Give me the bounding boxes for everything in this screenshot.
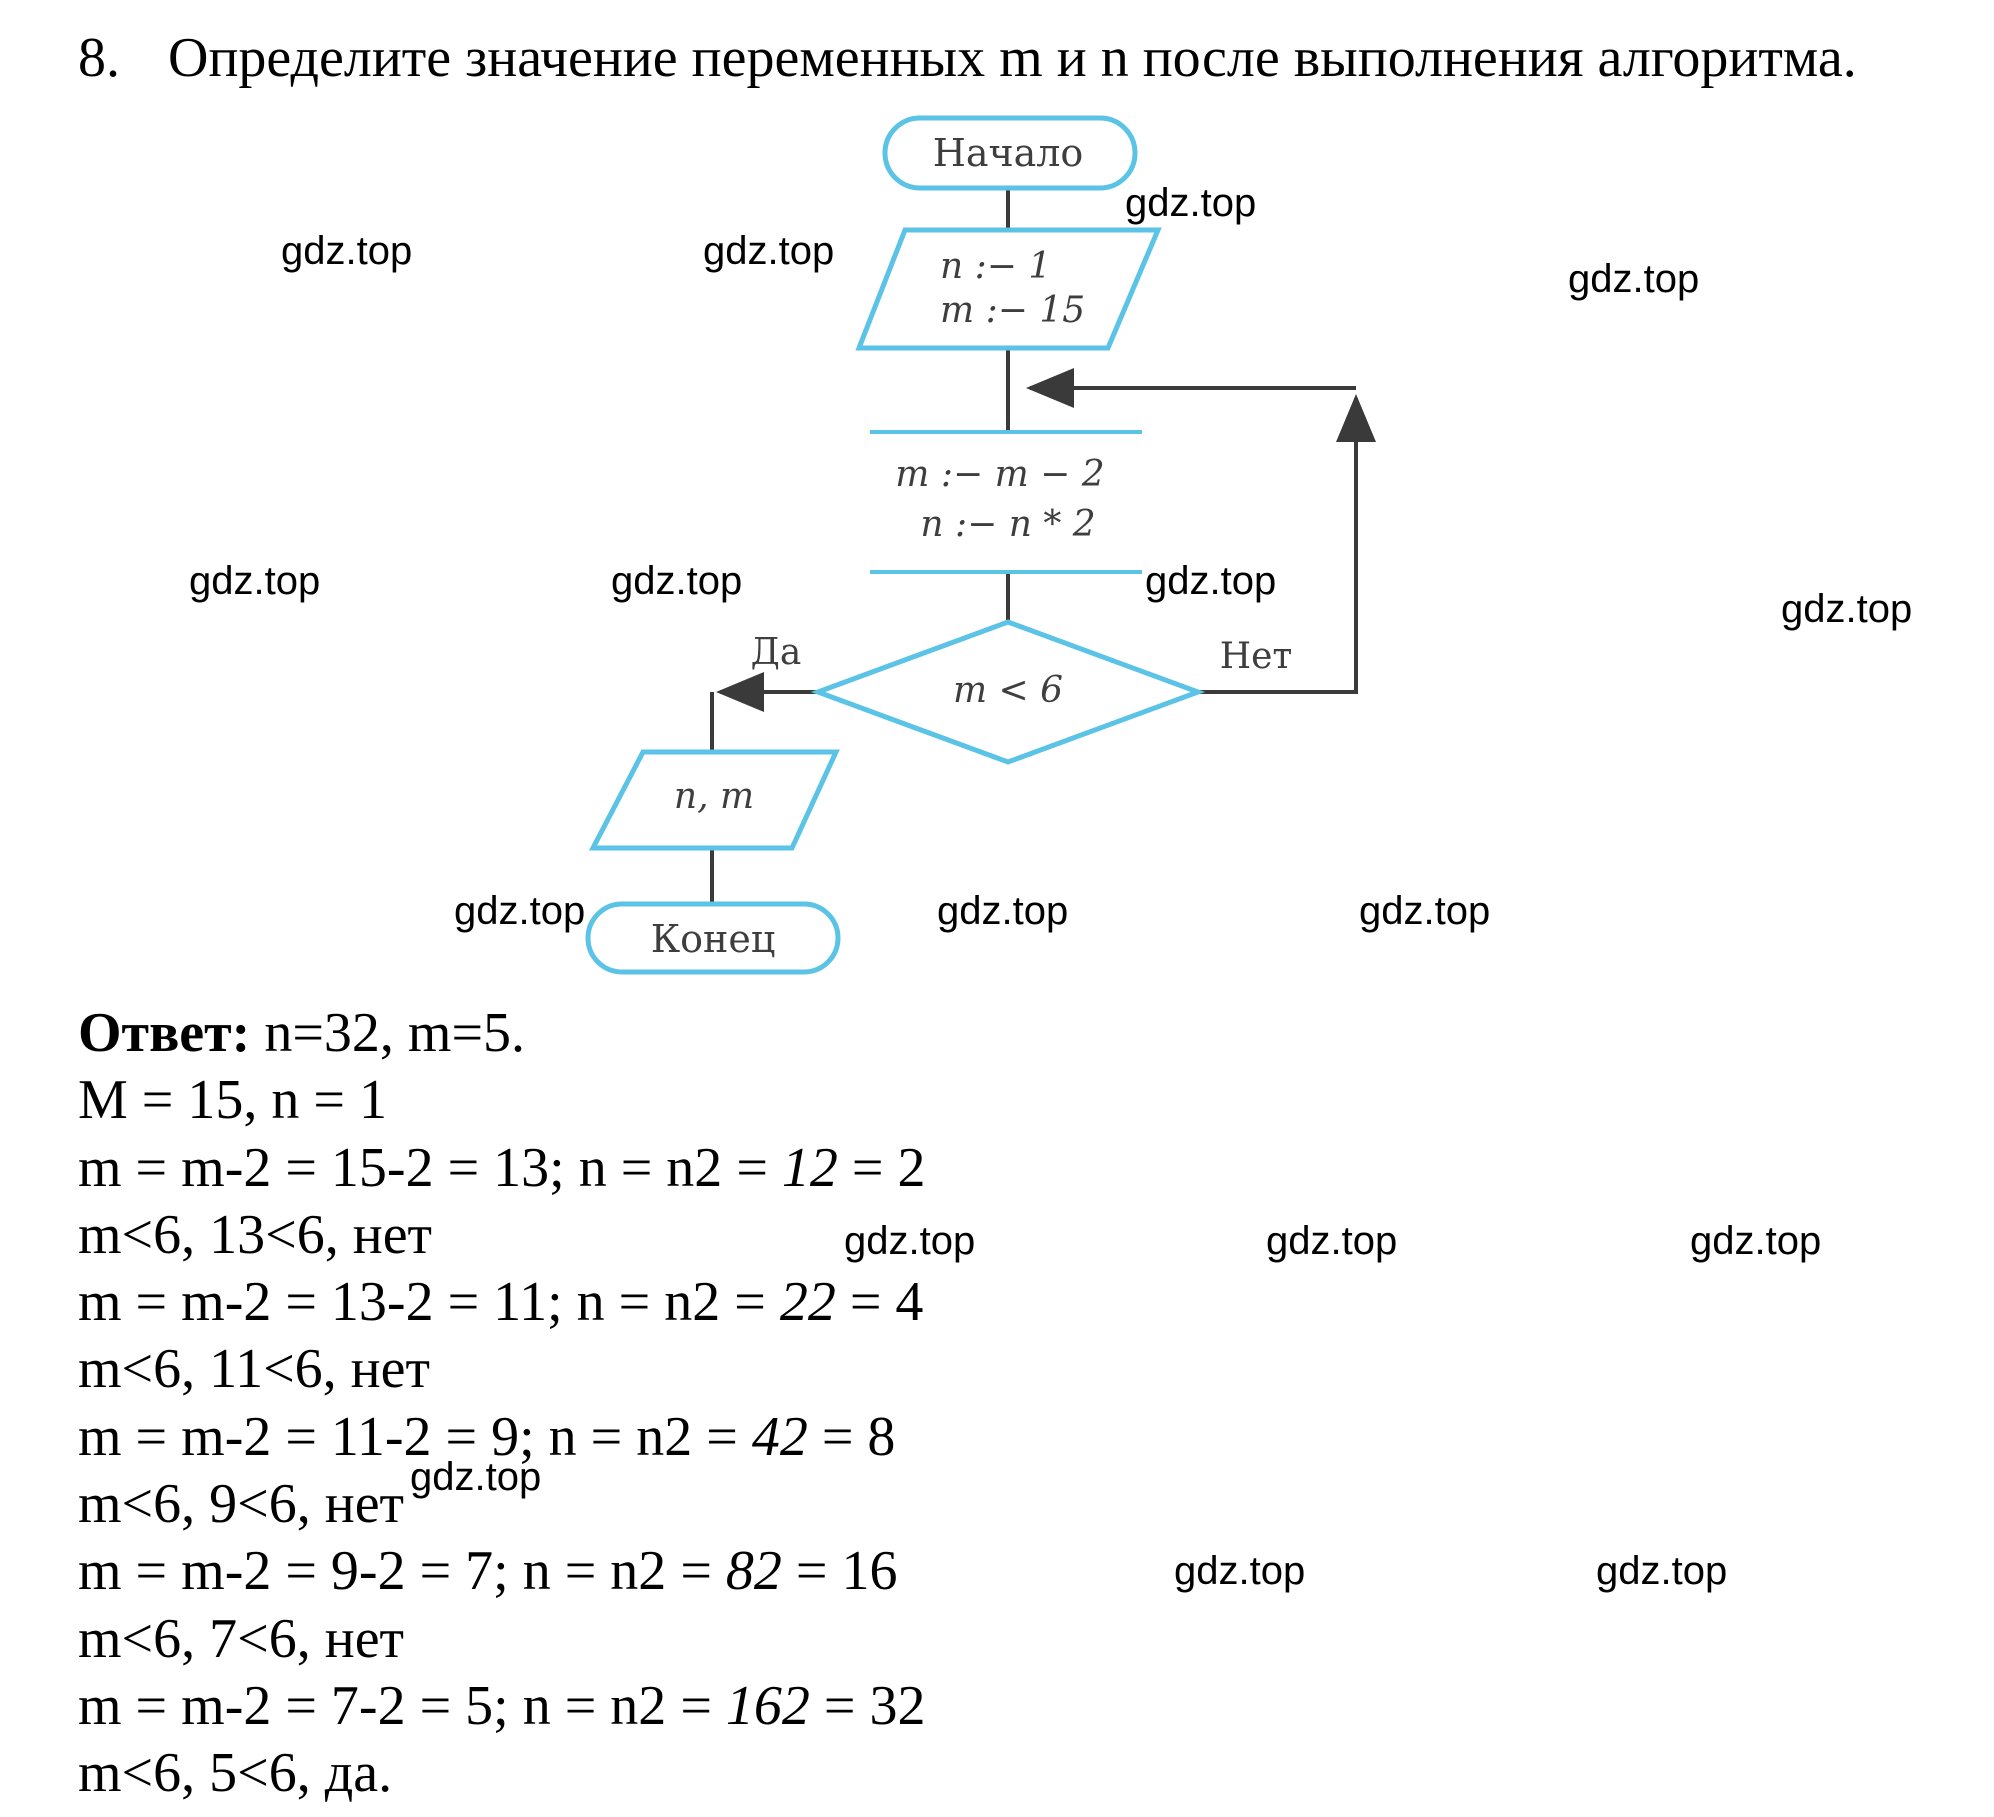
calc-line: m = m-2 = 7-2 = 5; n = n2 = 162 = 32	[78, 1673, 926, 1740]
end-terminal	[585, 901, 841, 975]
check-line: m<6, 9<6, нет	[78, 1473, 405, 1536]
watermark: gdz.top	[189, 559, 321, 603]
calc-text: m = m-2 = 7-2 = 5; n = n2	[78, 1674, 681, 1737]
condition-diamond	[810, 619, 1206, 765]
watermark: gdz.top	[281, 229, 413, 273]
end-label: Конец	[651, 917, 776, 961]
watermark: gdz.top	[1125, 181, 1257, 225]
watermark: gdz.top	[454, 889, 586, 933]
watermark: gdz.top	[1596, 1549, 1728, 1593]
condition-label: m < 6	[953, 670, 1063, 711]
output-block	[588, 749, 840, 851]
calc-italic: 162	[725, 1674, 810, 1737]
input-block	[855, 227, 1162, 351]
watermark: gdz.top	[1359, 889, 1491, 933]
watermark: gdz.top	[844, 1219, 976, 1263]
calc-eq: =	[736, 1136, 782, 1199]
flowchart: Начало n :− 1 m :− 15 m :− m − 2 n :− n …	[585, 115, 1376, 975]
calc-result: = 32	[809, 1674, 926, 1737]
calc-result: = 4	[835, 1271, 924, 1334]
calc-italic: 12	[781, 1136, 838, 1199]
watermark: gdz.top	[1690, 1219, 1822, 1263]
init-m-label: m :− 15	[940, 290, 1085, 331]
calc-result: = 16	[781, 1540, 898, 1603]
watermark: gdz.top	[410, 1455, 542, 1499]
calc-line: m = m-2 = 15-2 = 13; n = n2 = 12 = 2	[78, 1135, 926, 1202]
start-terminal	[882, 115, 1138, 191]
calc-eq: =	[734, 1271, 780, 1334]
check-line: m<6, 11<6, нет	[78, 1338, 430, 1401]
task-text: Определите значение переменных m и n пос…	[168, 27, 1857, 89]
init-n-label: n :− 1	[940, 246, 1051, 287]
init-line: M = 15, n = 1	[78, 1069, 387, 1132]
no-label: Нет	[1220, 636, 1293, 677]
yes-label: Да	[751, 632, 802, 673]
step-n-label: n :− n * 2	[920, 504, 1095, 545]
calc-eq: =	[680, 1540, 726, 1603]
check-line: m<6, 7<6, нет	[78, 1607, 405, 1670]
calc-text: m = m-2 = 15-2 = 13; n = n2	[78, 1136, 737, 1199]
answer-line: Ответ: n=32, m=5.	[78, 1000, 926, 1067]
calc-italic: 42	[751, 1405, 808, 1468]
check-line: m<6, 13<6, нет	[78, 1203, 433, 1266]
watermark: gdz.top	[1145, 559, 1277, 603]
watermark: gdz.top	[703, 229, 835, 273]
watermark: gdz.top	[1266, 1219, 1398, 1263]
watermark: gdz.top	[937, 889, 1069, 933]
calc-line: m = m-2 = 11-2 = 9; n = n2 = 42 = 8	[78, 1404, 926, 1471]
watermark: gdz.top	[1174, 1549, 1306, 1593]
loop-back-line	[1198, 394, 1376, 694]
output-label: n, m	[674, 776, 754, 817]
task-number: 8.	[78, 27, 120, 89]
calc-italic: 22	[779, 1271, 836, 1334]
watermark: gdz.top	[611, 559, 743, 603]
calc-eq: =	[680, 1674, 726, 1737]
calc-text: m = m-2 = 13-2 = 11; n = n2	[78, 1271, 735, 1334]
calc-line: m = m-2 = 13-2 = 11; n = n2 = 22 = 4	[78, 1269, 926, 1336]
answer-label: Ответ:	[78, 1002, 251, 1064]
step-m-label: m :− m − 2	[895, 454, 1104, 495]
calc-text: m = m-2 = 9-2 = 7; n = n2	[78, 1540, 681, 1603]
watermark: gdz.top	[1781, 587, 1913, 631]
solution: Ответ: n=32, m=5. M = 15, n = 1 m = m-2 …	[78, 1000, 926, 1808]
calc-text: m = m-2 = 11-2 = 9; n = n2	[78, 1405, 707, 1468]
calc-result: = 8	[807, 1405, 896, 1468]
check-line: m<6, 5<6, да.	[78, 1742, 393, 1805]
start-label: Начало	[933, 131, 1084, 175]
answer-value: n=32, m=5.	[250, 1002, 526, 1064]
calc-eq: =	[706, 1405, 752, 1468]
calc-italic: 82	[725, 1540, 782, 1603]
calc-line: m = m-2 = 9-2 = 7; n = n2 = 82 = 16	[78, 1538, 926, 1605]
calc-result: = 2	[837, 1136, 926, 1199]
watermark: gdz.top	[1568, 257, 1700, 301]
task-heading: 8. Определите значение переменных m и n п…	[78, 30, 1857, 86]
